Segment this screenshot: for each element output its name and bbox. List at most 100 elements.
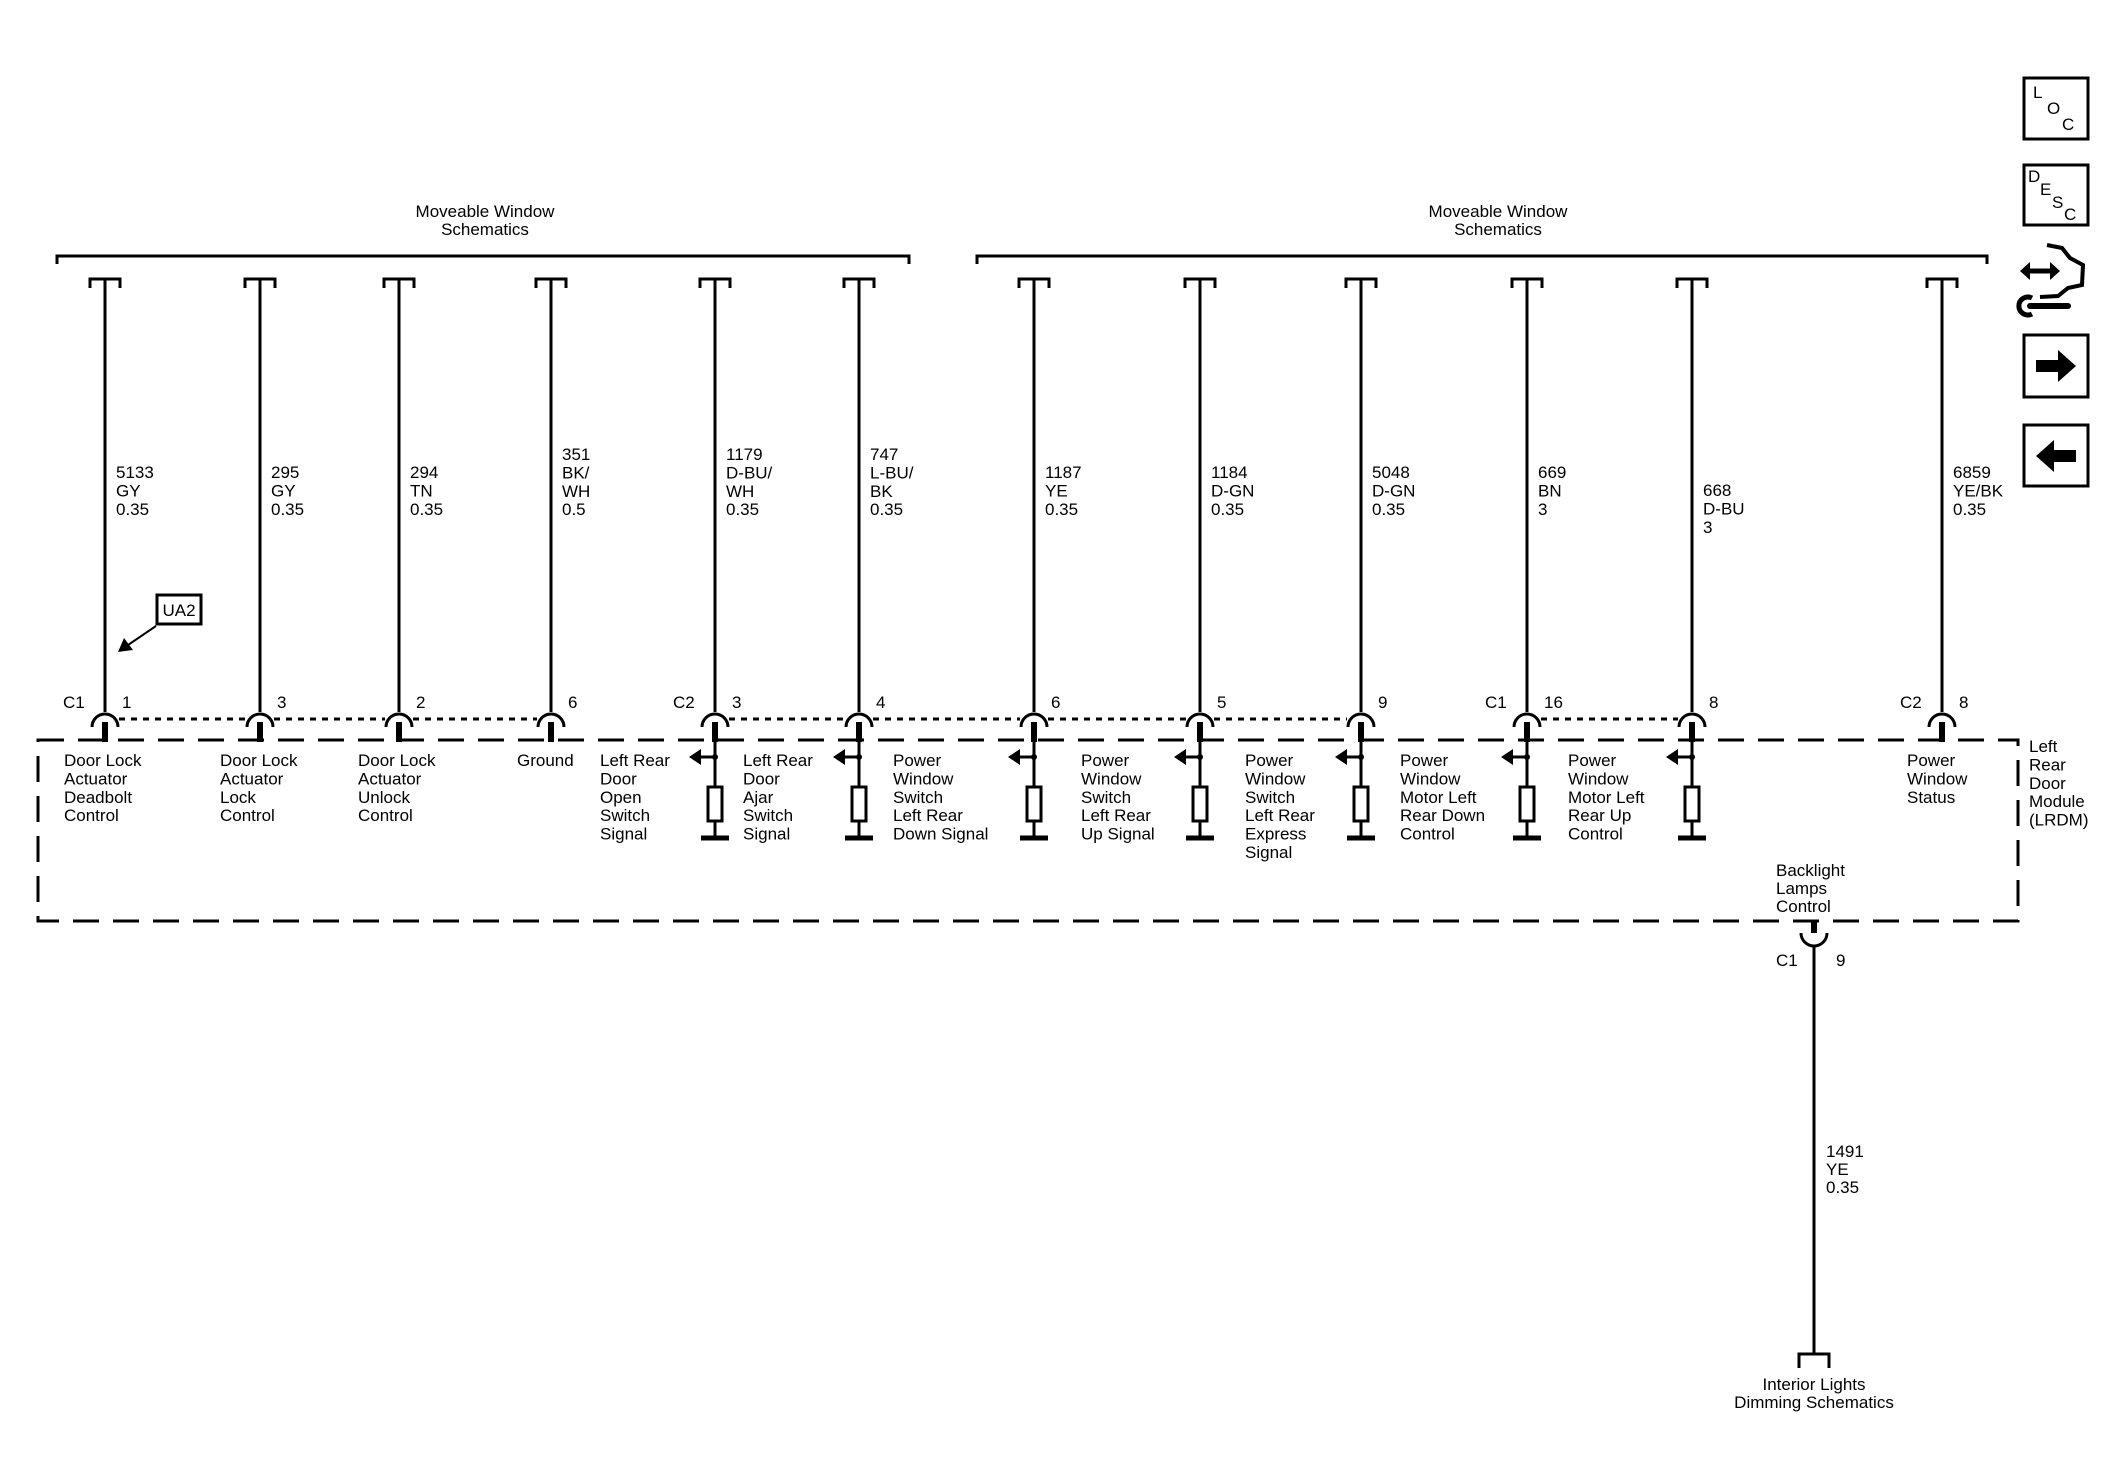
function-label: Switch	[600, 806, 650, 825]
circuit-label: 1179	[726, 445, 763, 464]
resistor-icon	[1025, 785, 1043, 823]
backlight-function-line: Lamps	[1776, 879, 1827, 898]
callout-arrow-icon	[118, 638, 133, 652]
pin-terminal	[384, 712, 414, 728]
previous-arrow-icon[interactable]	[2022, 423, 2090, 488]
function-label: Left Rear	[1245, 806, 1315, 825]
group-bracket-left[interactable]: Moveable Window Schematics	[55, 202, 911, 264]
circuit-label: 0.5	[562, 500, 586, 519]
function-label: Door	[743, 769, 780, 788]
circuit-label: 747	[870, 445, 898, 464]
module-name-line: Module	[2029, 792, 2085, 811]
group-bracket-right[interactable]: Moveable Window Schematics	[975, 202, 1989, 264]
desc-icon[interactable]: D E S C	[2022, 163, 2090, 227]
group-title-line: Schematics	[1454, 220, 1542, 239]
function-label: Rear Down	[1400, 806, 1485, 825]
pin-terminal	[90, 712, 120, 728]
circuit-label: BK/	[562, 463, 590, 482]
signal-arrow-icon	[1174, 749, 1186, 765]
pin-terminal	[1346, 712, 1376, 728]
pin-terminal	[245, 712, 275, 728]
backlight-circuit[interactable]: Backlight Lamps Control C1 9 1491 YE 0.3…	[1734, 861, 1894, 1412]
backlight-function-line: Control	[1776, 897, 1831, 916]
function-label: Actuator	[220, 769, 284, 788]
junction-dot	[1689, 754, 1695, 760]
next-arrow-icon[interactable]	[2022, 333, 2090, 399]
pin-number: 16	[1544, 693, 1563, 712]
function-label: Door	[600, 769, 637, 788]
circuit-label: D-GN	[1372, 481, 1415, 500]
function-label: Ajar	[743, 788, 774, 807]
pin-number: 8	[1959, 693, 1968, 712]
loc-icon[interactable]: L O C	[2022, 76, 2090, 141]
module-name-line: (LRDM)	[2029, 811, 2089, 830]
function-label: Power	[893, 751, 942, 770]
function-label: Window	[1081, 769, 1142, 788]
circuit-label: 3	[1538, 500, 1547, 519]
function-label: Up Signal	[1081, 825, 1155, 844]
circuit-label: D-BU/	[726, 463, 773, 482]
signal-arrow-icon	[1335, 749, 1347, 765]
backlight-function-line: Backlight	[1776, 861, 1845, 880]
circuit-label: 0.35	[410, 500, 443, 519]
destination-bracket[interactable]	[1797, 1352, 1831, 1368]
desc-letter: S	[2052, 193, 2063, 212]
connector-tool-icon[interactable]	[2016, 243, 2086, 318]
function-label: Control	[1400, 825, 1455, 844]
pin-number: 4	[876, 693, 885, 712]
backlight-connector: C1	[1776, 951, 1798, 970]
function-label: Window	[1400, 769, 1461, 788]
function-label: Control	[64, 806, 119, 825]
loc-letter: C	[2062, 115, 2074, 134]
junction-dot	[1524, 754, 1530, 760]
signal-arrow-icon	[1666, 749, 1678, 765]
circuit-label: BN	[1538, 481, 1562, 500]
circuit-label: D-GN	[1211, 481, 1254, 500]
circuit-label: D-BU	[1703, 499, 1745, 518]
desc-letter: D	[2028, 167, 2040, 186]
pin-terminal	[1019, 712, 1049, 728]
junction-dot	[1031, 754, 1037, 760]
desc-letter: E	[2040, 180, 2051, 199]
circuit-label: 0.35	[1953, 500, 1986, 519]
function-label: Lock	[220, 788, 256, 807]
function-label: Signal	[600, 825, 647, 844]
loc-letter: L	[2033, 83, 2042, 102]
function-label: Control	[220, 806, 275, 825]
function-label: Window	[893, 769, 954, 788]
pin-number: 3	[277, 693, 286, 712]
pin-terminal	[1677, 712, 1707, 728]
signal-arrow-icon	[1501, 749, 1513, 765]
circuit-label: 295	[271, 463, 299, 482]
group-title-line: Schematics	[441, 220, 529, 239]
resistor-icon	[1191, 785, 1209, 823]
circuit-label: 668	[1703, 481, 1731, 500]
function-label: Power	[1400, 751, 1449, 770]
backlight-pin: 9	[1836, 951, 1845, 970]
function-label: Window	[1245, 769, 1306, 788]
circuit-label: 3	[1703, 518, 1712, 537]
function-label: Switch	[1245, 788, 1295, 807]
function-label: Switch	[1081, 788, 1131, 807]
pin-number: 6	[1051, 693, 1060, 712]
resistor-icon	[706, 785, 724, 823]
callout-ua2[interactable]: UA2	[118, 593, 203, 652]
function-label: Motor Left	[1400, 788, 1477, 807]
resistor-icon	[850, 785, 868, 823]
callout-label: UA2	[162, 601, 195, 620]
connector-id: C1	[1485, 693, 1507, 712]
circuit-label: 294	[410, 463, 438, 482]
